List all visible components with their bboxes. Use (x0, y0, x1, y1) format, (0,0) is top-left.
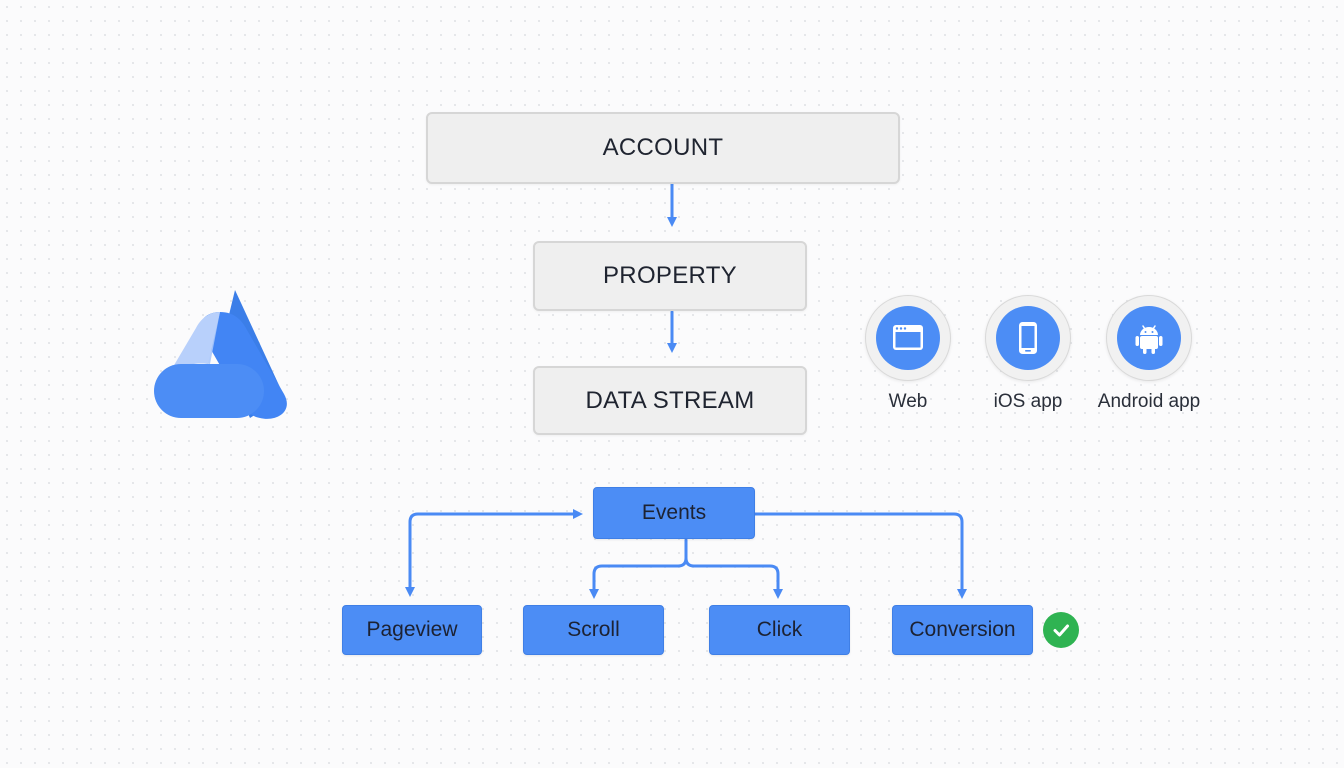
event-scroll[interactable]: Scroll (523, 605, 664, 655)
account-box[interactable]: ACCOUNT (426, 112, 900, 184)
property-label: PROPERTY (603, 262, 737, 289)
platform-android-app[interactable]: Android app (1084, 295, 1214, 413)
event-scroll-label: Scroll (567, 618, 620, 641)
platform-ios-app[interactable]: iOS app (963, 295, 1093, 413)
platform-web[interactable]: Web (843, 295, 973, 413)
events-box[interactable]: Events (593, 487, 755, 539)
platform-ios-app-label: iOS app (993, 391, 1063, 412)
google-ads-logo (154, 290, 287, 419)
event-conversion[interactable]: Conversion (892, 605, 1033, 655)
check-circle-icon (1043, 612, 1079, 648)
smartphone-icon (1019, 322, 1037, 354)
platform-web-label: Web (888, 391, 928, 412)
data-stream-label: DATA STREAM (585, 386, 755, 414)
event-click[interactable]: Click (709, 605, 850, 655)
arrow-events-to-click (684, 556, 783, 599)
property-box[interactable]: PROPERTY (533, 241, 807, 311)
event-conversion-label: Conversion (909, 618, 1016, 641)
android-icon (1135, 325, 1163, 354)
data-stream-box[interactable]: DATA STREAM (533, 366, 807, 435)
event-pageview[interactable]: Pageview (342, 605, 482, 655)
arrow-events-to-scroll (589, 538, 688, 599)
browser-window-icon (893, 325, 923, 350)
arrow-events-to-conversion (753, 512, 967, 599)
arrow-pageview-to-events (408, 509, 583, 594)
event-click-label: Click (756, 618, 803, 641)
event-pageview-label: Pageview (366, 618, 458, 641)
events-label: Events (641, 501, 707, 524)
platform-android-app-label: Android app (1097, 391, 1201, 412)
account-label: ACCOUNT (602, 134, 724, 161)
